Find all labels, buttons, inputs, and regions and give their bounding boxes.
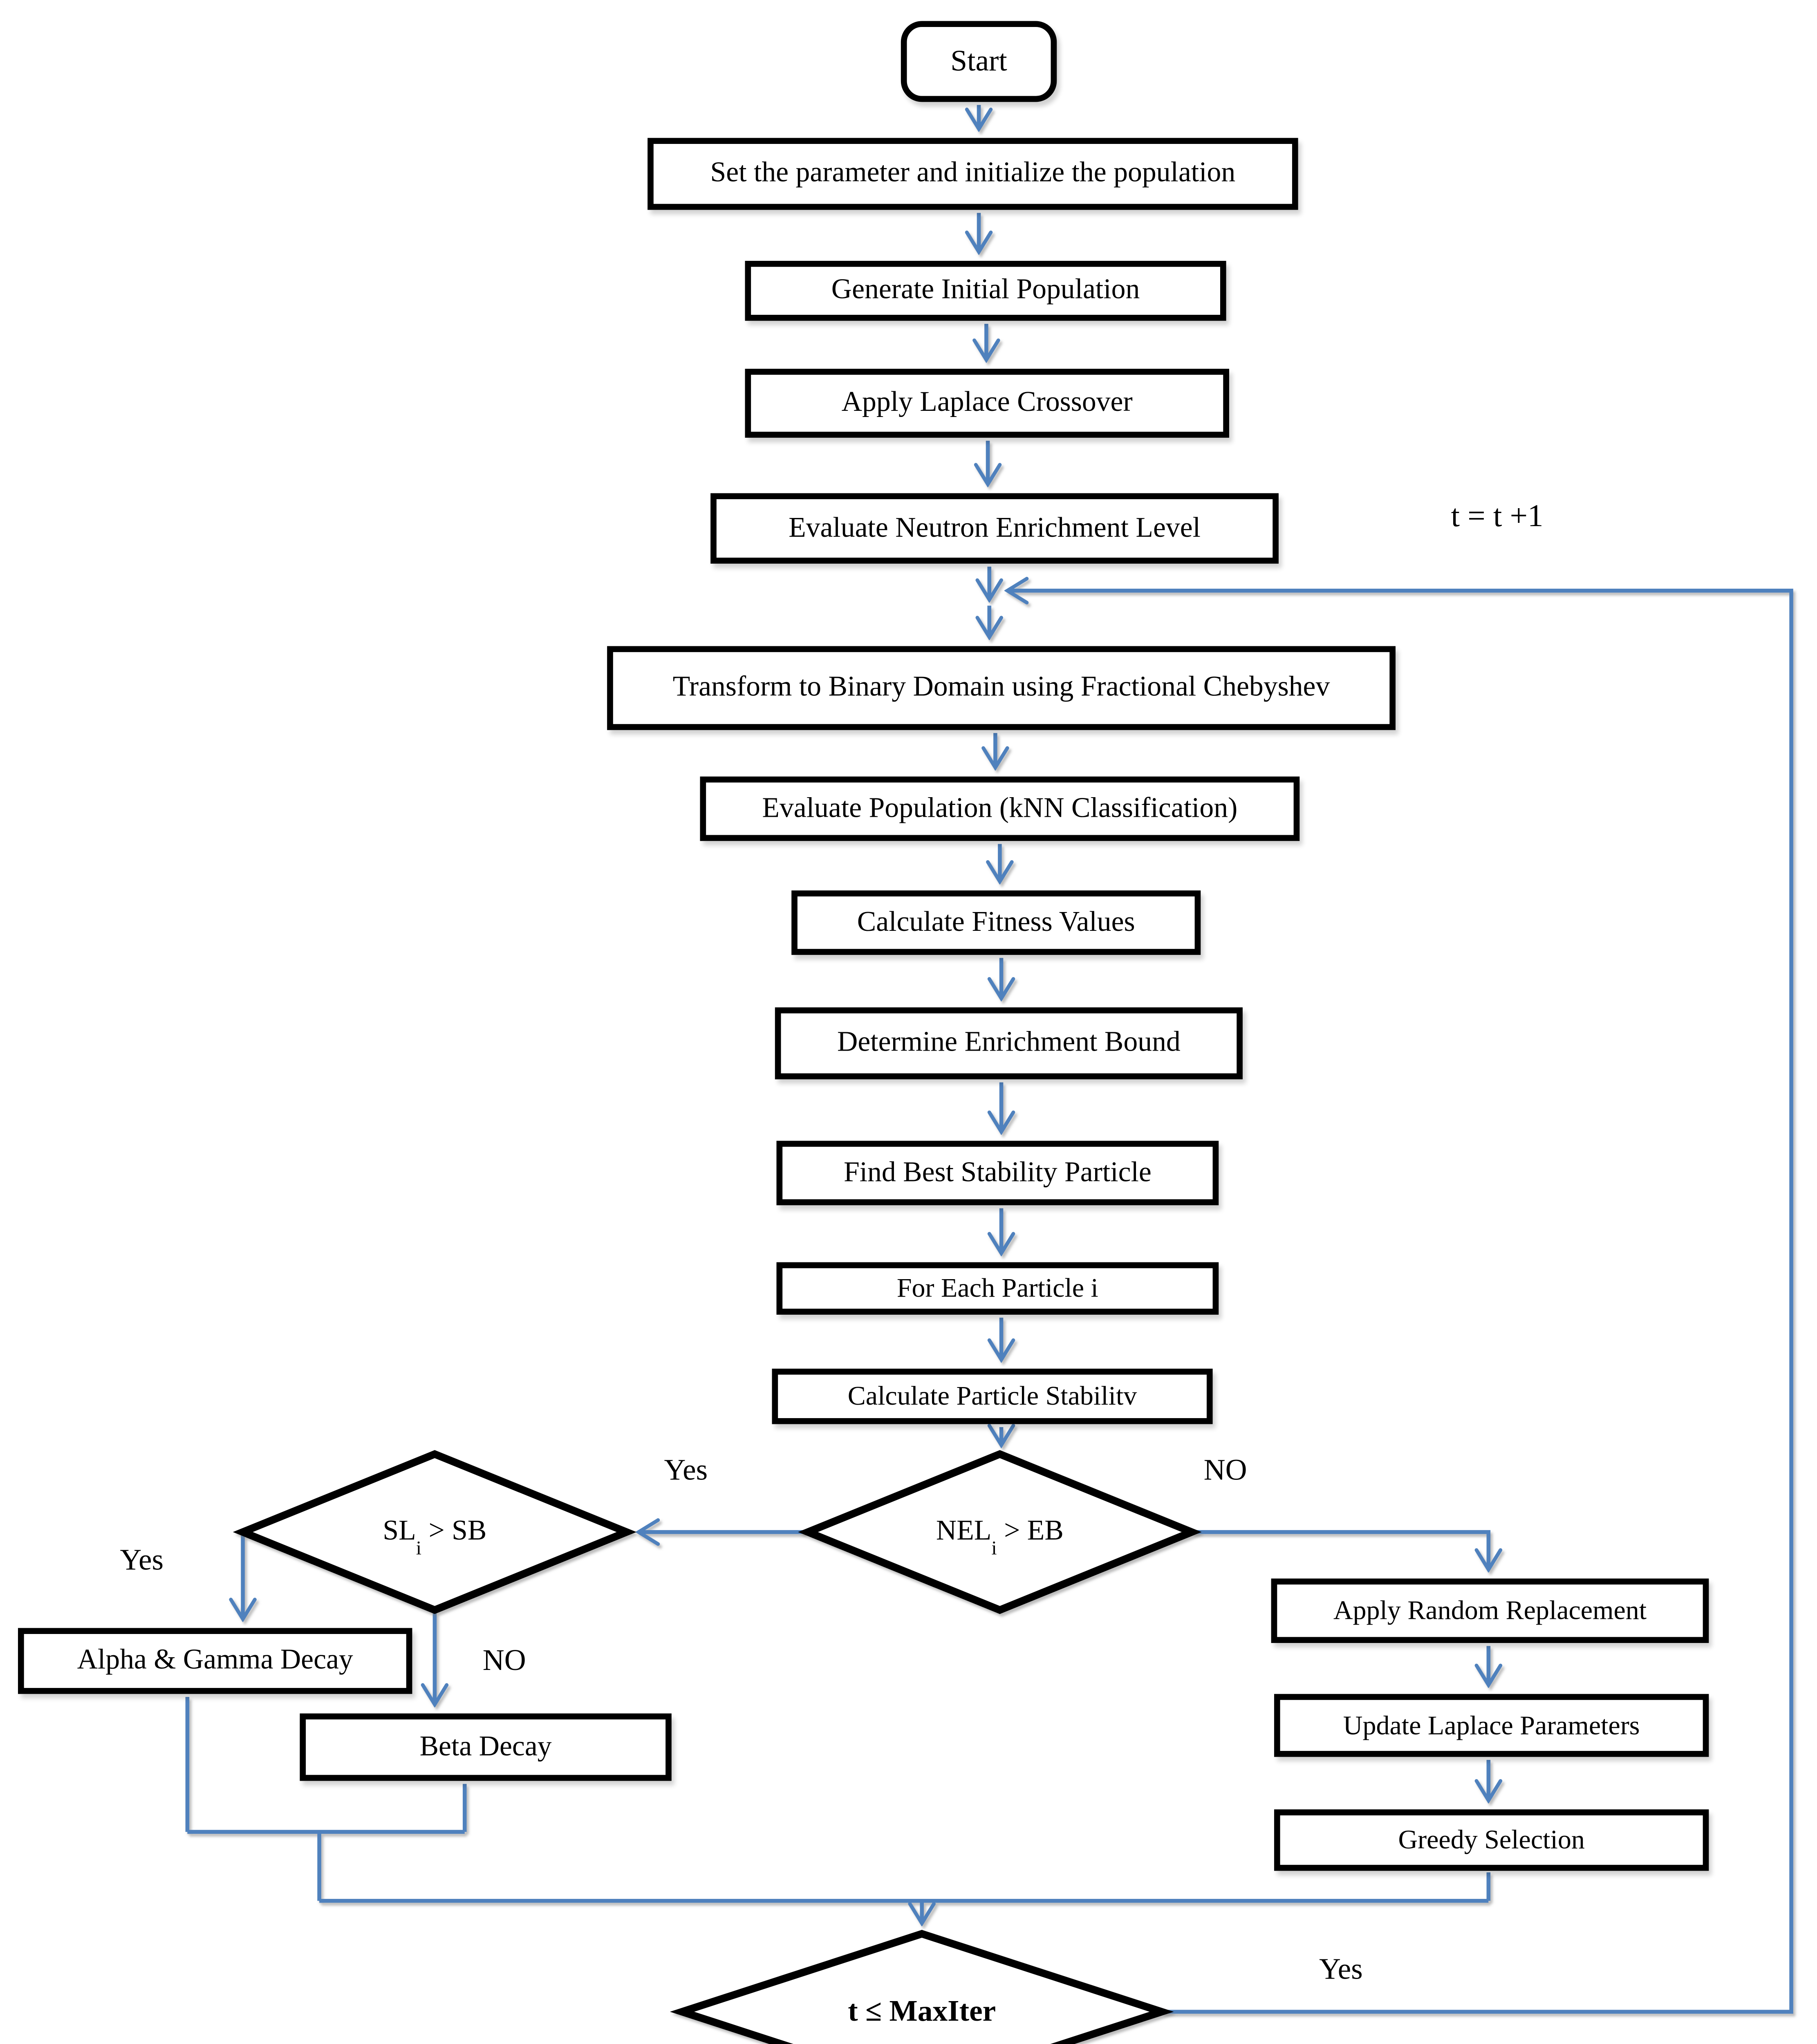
node-update-laplace: Update Laplace Parameters [1274, 1694, 1709, 1757]
node-generate-population: Generate Initial Population [745, 261, 1226, 321]
node-set-parameters-label: Set the parameter and initialize the pop… [710, 157, 1236, 189]
node-random-replacement-label: Apply Random Replacement [1333, 1595, 1647, 1625]
label-nel-no: NO [1203, 1454, 1247, 1487]
node-transform-binary-label: Transform to Binary Domain using Fractio… [672, 672, 1330, 704]
node-start: Start [901, 21, 1057, 102]
node-for-each-particle-label: For Each Particle i [896, 1273, 1098, 1303]
node-evaluate-population-label: Evaluate Population (kNN Classification) [762, 792, 1238, 824]
node-transform-binary: Transform to Binary Domain using Fractio… [607, 646, 1396, 730]
arrow-nel-no-to-replacement [1192, 1530, 1488, 1570]
loop-yes-feedback-arrow [1007, 591, 1793, 2014]
node-best-stability: Find Best Stability Particle [776, 1141, 1219, 1206]
node-beta-decay-label: Beta Decay [419, 1731, 552, 1763]
node-laplace-crossover: Apply Laplace Crossover [745, 369, 1229, 438]
node-best-stability-label: Find Best Stability Particle [843, 1156, 1152, 1188]
node-set-parameters: Set the parameter and initialize the pop… [647, 138, 1298, 210]
label-sl-no: NO [482, 1644, 526, 1678]
node-laplace-crossover-label: Apply Laplace Crossover [841, 387, 1133, 419]
node-enrichment-bound: Determine Enrichment Bound [775, 1007, 1243, 1080]
node-update-laplace-label: Update Laplace Parameters [1343, 1710, 1640, 1740]
label-t-increment: t = t +1 [1451, 498, 1544, 534]
node-particle-stability-label: Calculate Particle Stabilitv [847, 1381, 1137, 1411]
node-calculate-fitness-label: Calculate Fitness Values [857, 906, 1135, 938]
node-start-label: Start [950, 44, 1007, 78]
decision-nel-diamond [798, 1450, 1202, 1614]
node-beta-decay: Beta Decay [300, 1713, 672, 1781]
node-evaluate-nel-label: Evaluate Neutron Enrichment Level [789, 512, 1201, 544]
label-nel-yes: Yes [664, 1454, 708, 1487]
node-greedy-selection-label: Greedy Selection [1398, 1824, 1585, 1855]
label-maxiter-yes: Yes [1319, 1953, 1363, 1986]
node-alpha-gamma-decay: Alpha & Gamma Decay [18, 1628, 412, 1694]
node-enrichment-bound-label: Determine Enrichment Bound [837, 1027, 1181, 1059]
label-sl-yes: Yes [120, 1544, 164, 1577]
node-random-replacement: Apply Random Replacement [1271, 1578, 1709, 1643]
node-evaluate-population: Evaluate Population (kNN Classification) [700, 776, 1300, 841]
node-evaluate-nel: Evaluate Neutron Enrichment Level [710, 493, 1279, 564]
node-particle-stability: Calculate Particle Stabilitv [772, 1368, 1213, 1424]
node-for-each-particle: For Each Particle i [776, 1262, 1219, 1315]
node-alpha-gamma-decay-label: Alpha & Gamma Decay [77, 1645, 353, 1676]
node-calculate-fitness: Calculate Fitness Values [791, 890, 1201, 955]
node-generate-population-label: Generate Initial Population [831, 274, 1140, 306]
decision-maxiter-diamond [670, 1930, 1174, 2044]
decision-sl-diamond [233, 1450, 637, 1614]
node-greedy-selection: Greedy Selection [1274, 1809, 1709, 1871]
